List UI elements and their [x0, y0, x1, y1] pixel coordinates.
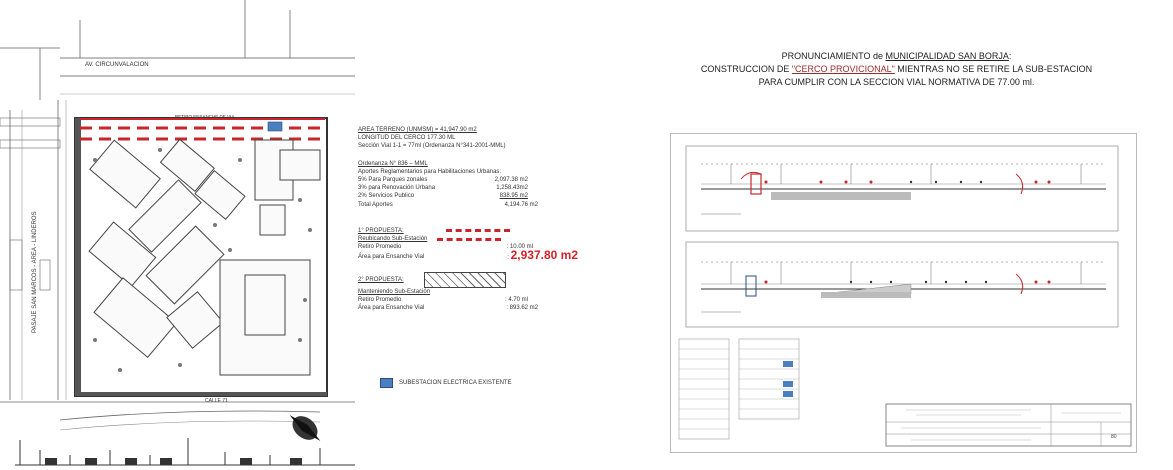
proposal1-subtitle: Reubicando Sub-Estación — [358, 236, 428, 243]
section-drawings — [678, 145, 1132, 447]
note-section: Sección Vial 1-1 = 77ml (Ordenanza N°341… — [358, 143, 506, 150]
proposal1-dash-symbol — [437, 237, 502, 241]
ordinance-subtitle: Aportes Reglamentarios para Habilitacion… — [358, 168, 502, 175]
proposal2-area: Área para Ensanche Vial: 893.62 m2 — [358, 305, 538, 312]
proposal2-title: 2° PROPUESTA: — [358, 276, 404, 283]
proposal2-subtitle: Manteniendo Sub-Estación — [358, 288, 431, 295]
proposal1-area-value: 2,937.80 m2 — [510, 248, 578, 263]
heading-line1: PRONUNCIAMIENTO de MUNICIPALIDAD SAN BOR… — [781, 51, 1012, 61]
substation-legend: SUBESTACION ELECTRICA EXISTENTE — [380, 378, 512, 388]
proposal1-dash-symbol — [445, 229, 510, 233]
drawing-sheet: 80 — [670, 133, 1137, 453]
proposal1-retiro: Retiro Promedio: 10.00 ml — [358, 244, 533, 251]
note-length: LONGITUD DEL CERCO 177.30 ML — [358, 135, 456, 142]
site-plan — [0, 0, 355, 466]
heading-line3: PARA CUMPLIR CON LA SECCION VIAL NORMATI… — [758, 77, 1035, 87]
street-label-left: PASAJE SAN MARCOS - AREA - LINDEROS — [32, 211, 38, 333]
callout-label: RETIRO ENSANCHE DE VIA — [175, 114, 235, 119]
plan-notes: AREA TERRENO (UNMSM) = 41,947.90 m2 LONG… — [358, 126, 608, 312]
municipal-heading: PRONUNCIAMIENTO de MUNICIPALIDAD SAN BOR… — [620, 50, 1173, 89]
street-label-top: AV. CIRCUNVALACION — [85, 62, 149, 68]
substation-legend-label: SUBESTACION ELECTRICA EXISTENTE — [399, 380, 512, 386]
ordinance-title: Ordenanza N° 836 – MML — [358, 160, 428, 167]
note-area: AREA TERRENO (UNMSM) = 41,947.90 m2 — [358, 127, 477, 133]
proposal2-retiro: Retiro Promedio: 4.70 ml — [358, 296, 528, 303]
sheet-number: 80 — [1111, 434, 1117, 440]
street-label-bottom: CALLE 71 — [205, 398, 228, 404]
heading-line2: CONSTRUCCION DE "CERCO PROVICIONAL" MIEN… — [700, 64, 1093, 74]
proposal2-hatch-symbol — [423, 271, 506, 288]
proposal1-title: 1° PROPUESTA: — [358, 227, 404, 234]
proposal1-area: Área para Ensanche Vial : 2,937.80 m2 — [358, 248, 578, 263]
substation-swatch — [380, 378, 393, 388]
